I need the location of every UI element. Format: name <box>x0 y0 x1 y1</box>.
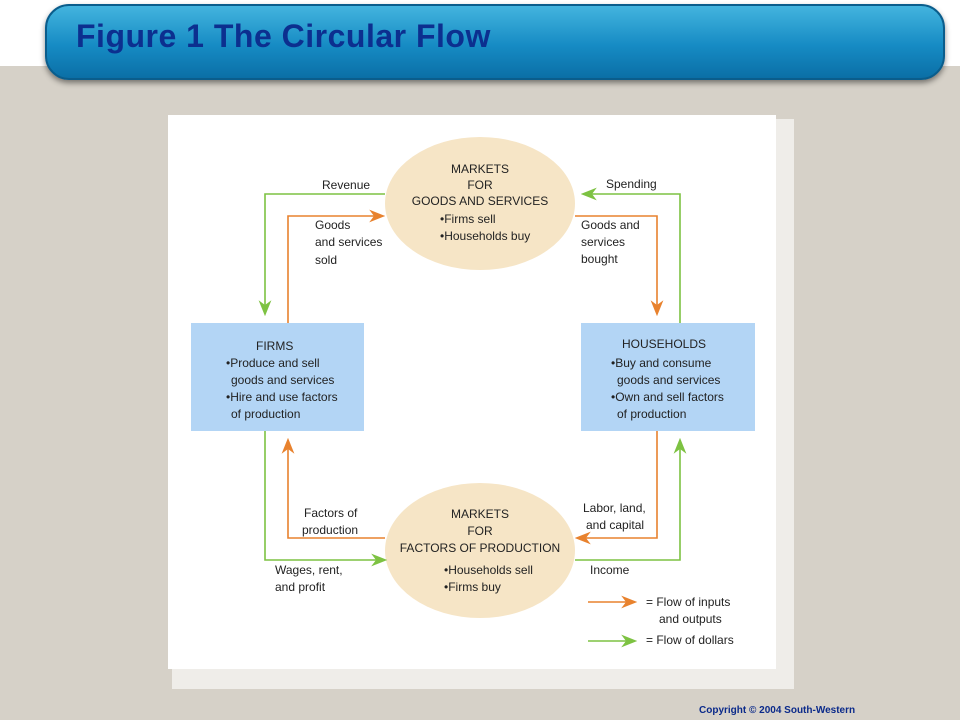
markets-factors-item1: •Households sell <box>444 563 533 577</box>
markets-factors-item2: •Firms buy <box>444 580 501 594</box>
spending-arrow <box>580 187 681 323</box>
firms-line4: of production <box>231 407 301 421</box>
markets-goods-line2: FOR <box>467 178 493 192</box>
households-line1: •Buy and consume <box>611 356 712 370</box>
legend-inputs-label-2: and outputs <box>659 612 722 626</box>
legend-inputs-label-1: = Flow of inputs <box>646 595 731 609</box>
markets-goods-item2: •Households buy <box>440 229 531 243</box>
households-title: HOUSEHOLDS <box>622 337 707 351</box>
labor-label-2: and capital <box>586 518 645 532</box>
wages-label-1: Wages, rent, <box>275 563 343 577</box>
households-line4: of production <box>617 407 687 421</box>
markets-factors-ellipse <box>385 483 575 618</box>
income-arrow <box>575 437 687 561</box>
markets-factors-line1: MARKETS <box>450 507 509 521</box>
goods-sold-label-1: Goods <box>315 218 351 232</box>
markets-goods-line3: GOODS AND SERVICES <box>411 194 549 208</box>
spending-label: Spending <box>606 177 657 191</box>
factors-label-1: Factors of <box>304 506 358 520</box>
revenue-arrow <box>258 193 385 317</box>
firms-title: FIRMS <box>256 339 294 353</box>
goods-bought-label-3: bought <box>581 252 618 266</box>
firms-line3: •Hire and use factors <box>226 390 338 404</box>
goods-bought-label-2: services <box>581 235 626 249</box>
page-title: Figure 1 The Circular Flow <box>76 18 491 54</box>
households-box <box>581 323 755 431</box>
goods-bought-label-1: Goods and <box>581 218 640 232</box>
goods-sold-arrow <box>287 209 386 323</box>
households-line2: goods and services <box>617 373 721 387</box>
households-line3: •Own and sell factors <box>611 390 724 404</box>
markets-factors-line3: FACTORS OF PRODUCTION <box>399 541 561 555</box>
revenue-label: Revenue <box>322 178 371 192</box>
labor-label-1: Labor, land, <box>583 501 646 515</box>
firms-line1: •Produce and sell <box>226 356 320 370</box>
wages-label-2: and profit <box>275 580 326 594</box>
markets-goods-item1: •Firms sell <box>440 212 496 226</box>
factors-label-2: production <box>302 523 359 537</box>
goods-sold-label-2: and services <box>315 235 383 249</box>
income-label: Income <box>590 563 630 577</box>
copyright-text: Copyright © 2004 South-Western <box>699 705 856 716</box>
markets-goods-line1: MARKETS <box>450 162 509 176</box>
markets-goods-ellipse <box>385 137 575 270</box>
wages-arrow <box>264 431 388 567</box>
goods-bought-arrow <box>575 215 664 317</box>
goods-sold-label-3: sold <box>315 253 338 267</box>
factors-arrow <box>281 437 385 539</box>
title-banner <box>45 4 945 80</box>
markets-factors-line2: FOR <box>467 524 493 538</box>
firms-line2: goods and services <box>231 373 335 387</box>
firms-box <box>191 323 364 431</box>
legend-dollars-label: = Flow of dollars <box>646 633 734 647</box>
labor-arrow <box>574 431 658 545</box>
